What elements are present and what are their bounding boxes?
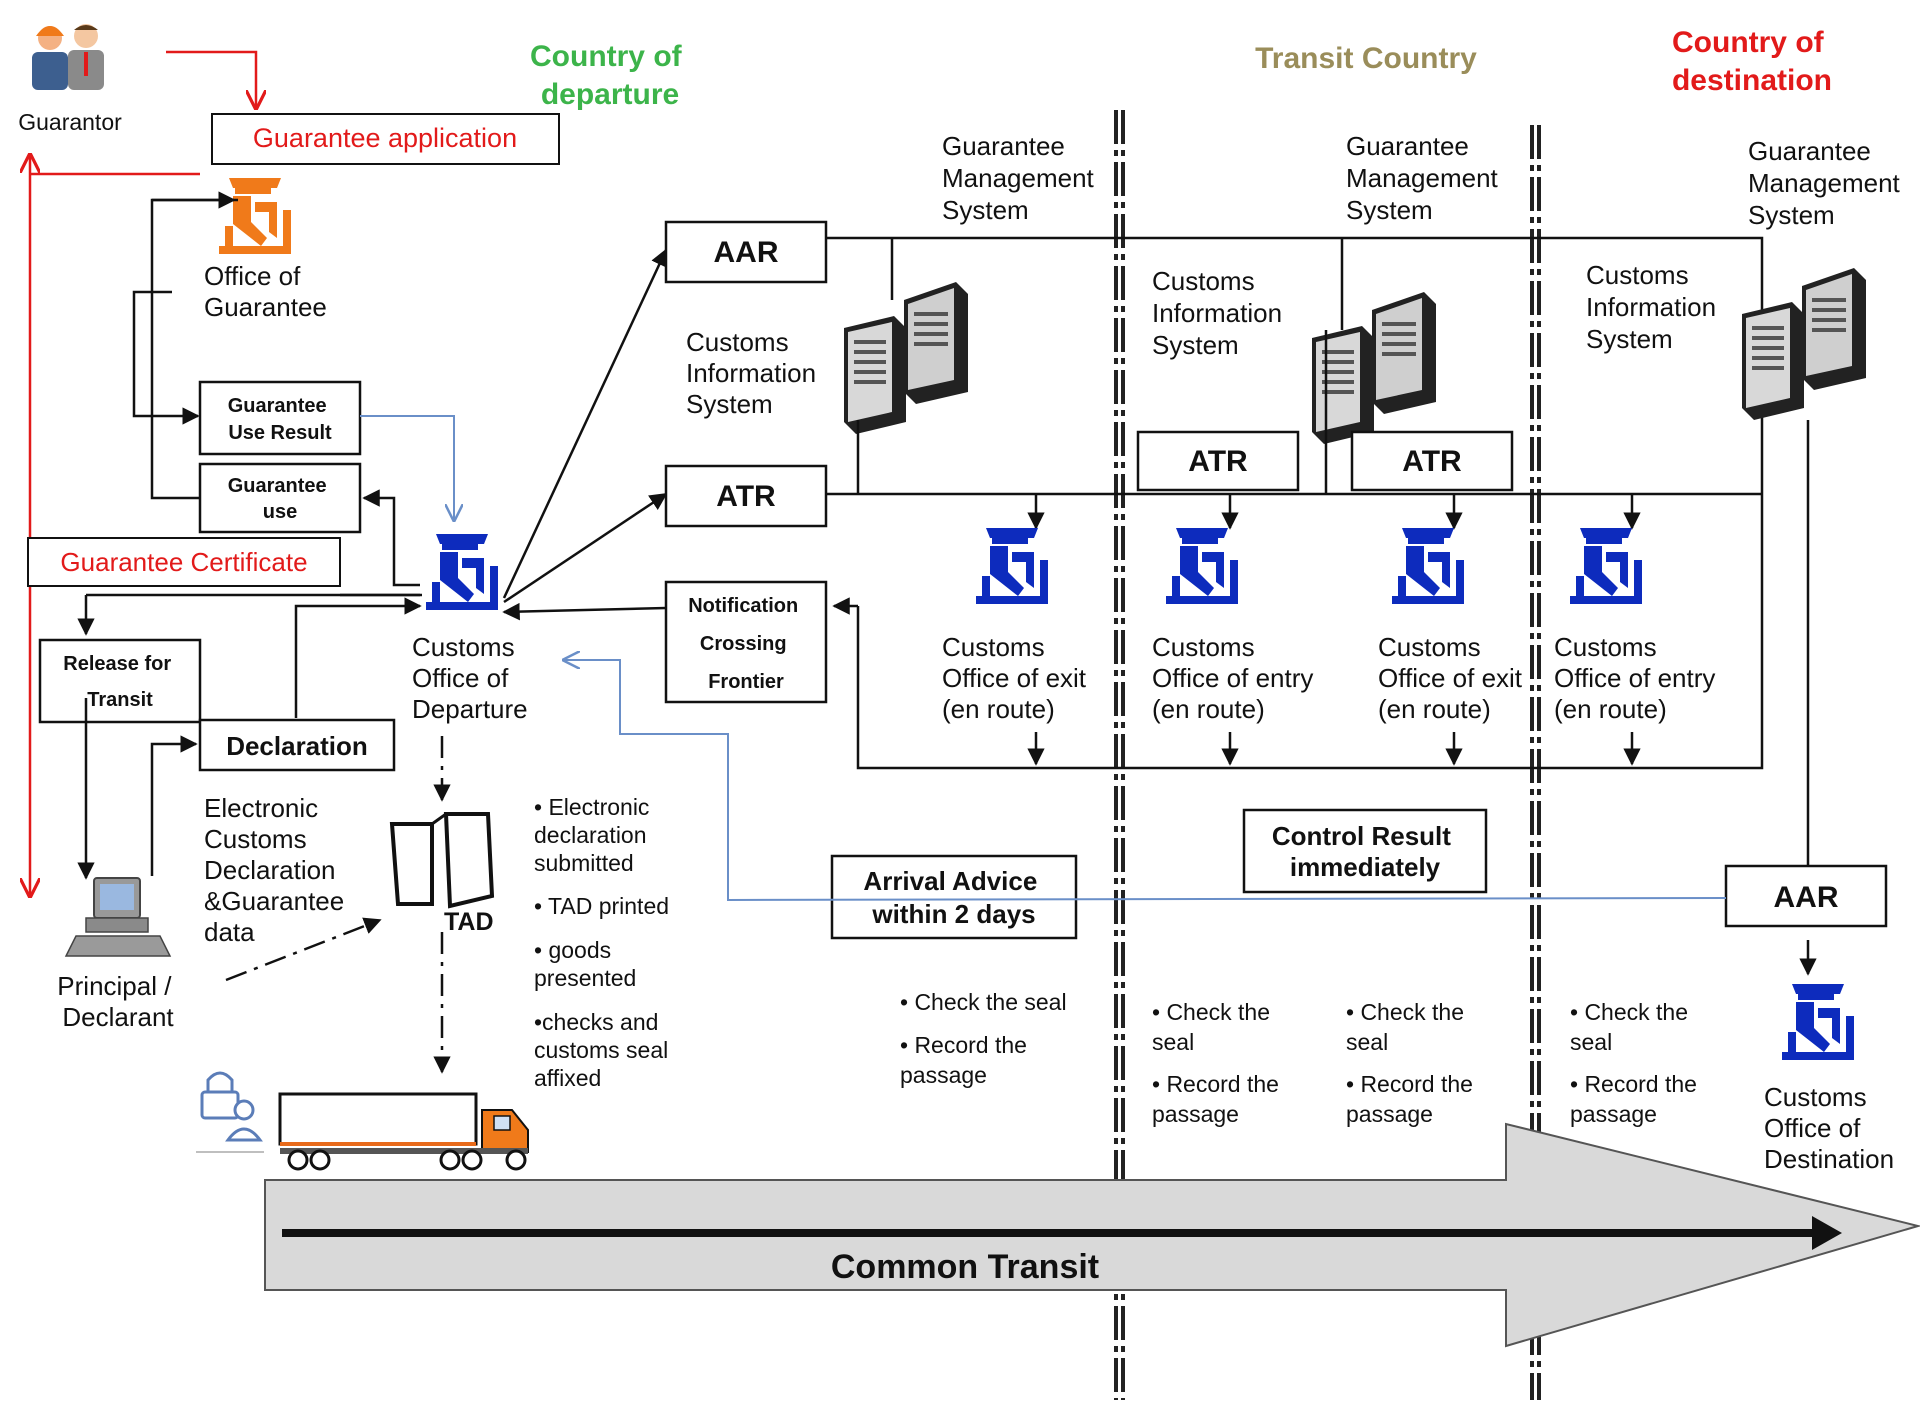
aar-box-departure	[664, 220, 828, 284]
document-icon	[389, 812, 495, 909]
country-departure-title: Country of departure	[530, 40, 690, 111]
tad-label: TAD	[444, 908, 494, 936]
principal-to-declaration-arrow	[150, 735, 198, 876]
guarantee-certificate-label: Guarantee Certificate	[60, 547, 307, 577]
country-destination-title: Country of destination	[1672, 26, 1832, 97]
departure-step-1: • Electronic declaration submitted	[534, 794, 656, 876]
country-transit-title: Transit Country	[1255, 42, 1477, 75]
atr-box-transit-entry	[1136, 430, 1300, 492]
customs-exit-label-2: Customs Office of exit (en route)	[1378, 632, 1529, 724]
truck-icon	[278, 1092, 529, 1171]
notification-crossing-frontier-box	[664, 580, 828, 704]
atr-label-departure: ATR	[716, 480, 776, 513]
guarantor-label: Guarantor	[18, 109, 122, 135]
guarantee-use-box	[198, 462, 362, 534]
guarantee-application-label: Guarantee application	[253, 123, 517, 153]
declaration-to-departure-arrow	[294, 597, 422, 718]
principal-label: Principal / Declarant	[57, 971, 178, 1032]
cis-label-transit: Customs Information System	[1152, 266, 1289, 360]
customs-destination-label: Customs Office of Destination	[1764, 1082, 1894, 1174]
principal-to-tad-arrow	[225, 917, 382, 982]
control-result-label: Control Result immediately	[1272, 821, 1458, 882]
cis-label-destination: Customs Information System	[1586, 260, 1723, 354]
cis-label-departure: Customs Information System	[686, 327, 823, 419]
guarantee-use-result-label: Guarantee Use Result	[228, 395, 333, 444]
departure-to-atr-arrow	[503, 492, 668, 604]
customs-officer-icon-destination	[1782, 984, 1854, 1060]
route-check-1: • Check the seal	[900, 989, 1067, 1015]
customs-officer-icon-entry-2	[1570, 528, 1642, 604]
customs-officer-icon-exit-2	[1392, 528, 1464, 604]
declaration-box	[198, 718, 396, 772]
atr-label-transit-exit: ATR	[1402, 445, 1462, 478]
release-for-transit-box	[38, 638, 202, 724]
guarantee-certificate-box: Guarantee Certificate	[27, 537, 341, 587]
atr-box-departure	[664, 464, 828, 528]
notification-crossing-frontier-label: Notification Crossing Frontier	[688, 595, 804, 693]
electronic-declaration-label: Electronic Customs Declaration &Guarante…	[204, 793, 351, 947]
notification-to-departure-arrow	[502, 602, 667, 621]
gms-label-destination: Guarantee Management System	[1748, 136, 1907, 230]
release-for-transit-label: Release for Transit	[63, 653, 176, 711]
departure-step-2: • TAD printed	[534, 893, 669, 919]
route-record-4: • Record the passage	[1570, 1071, 1703, 1127]
guarantee-use-label: Guarantee use	[228, 475, 333, 523]
atr-box-transit-exit	[1350, 430, 1514, 492]
route-check-3: • Check the seal	[1346, 999, 1470, 1055]
departure-to-aar-arrow	[502, 248, 668, 599]
route-record-1: • Record the passage	[900, 1032, 1033, 1088]
aar-label-destination: AAR	[1774, 881, 1839, 914]
server-computer-icon	[844, 282, 968, 434]
blue-arrival-advice-line	[564, 660, 1727, 902]
route-record-2: • Record the passage	[1152, 1071, 1285, 1127]
office-clerk-icon	[219, 178, 291, 254]
arrow-to-guarantee-use	[362, 489, 420, 587]
guarantor-people-icon	[32, 24, 104, 90]
departure-step-4: •checks and customs seal affixed	[534, 1009, 675, 1091]
guarantee-application-box: Guarantee application	[211, 113, 560, 165]
route-record-3: • Record the passage	[1346, 1071, 1479, 1127]
arrival-advice-box	[830, 854, 1078, 940]
office-guarantee-to-use-result	[132, 290, 200, 425]
server-computer-icon-transit	[1312, 292, 1436, 444]
customs-entry-label-2: Customs Office of entry (en route)	[1554, 632, 1723, 724]
control-result-box	[1242, 808, 1488, 894]
customs-exit-label-1: Customs Office of exit (en route)	[942, 632, 1093, 724]
arrival-advice-label: Arrival Advice within 2 days	[863, 866, 1044, 929]
aar-box-destination	[1724, 864, 1888, 928]
office-of-guarantee-label: Office of Guarantee	[204, 261, 327, 322]
customs-officer-icon-exit-1	[976, 528, 1048, 604]
gms-label-transit: Guarantee Management System	[1346, 131, 1505, 225]
desktop-computer-icon	[64, 877, 172, 957]
route-check-2: • Check the seal	[1152, 999, 1276, 1055]
bottom-bus-line	[856, 494, 1764, 770]
customs-departure-label: Customs Office of Departure	[412, 632, 528, 724]
departure-step-3: • goods presented	[534, 937, 636, 991]
customs-entry-label-1: Customs Office of entry (en route)	[1152, 632, 1321, 724]
lock-user-icon	[196, 1071, 264, 1153]
blue-arrow-use-result	[360, 415, 454, 520]
aar-label-departure: AAR	[714, 236, 779, 269]
red-arrow-to-application	[166, 50, 256, 108]
server-computer-icon-destination	[1742, 268, 1866, 420]
atr-label-transit-entry: ATR	[1188, 445, 1248, 478]
customs-officer-icon	[426, 534, 498, 610]
common-transit-inner-head	[1812, 1216, 1842, 1250]
common-transit-label: Common Transit	[831, 1248, 1099, 1286]
customs-officer-icon-entry-1	[1166, 528, 1238, 604]
gms-label-departure: Guarantee Management System	[942, 131, 1101, 225]
declaration-label: Declaration	[226, 731, 368, 761]
route-check-4: • Check the seal	[1570, 999, 1694, 1055]
guarantee-use-result-box	[198, 380, 362, 456]
